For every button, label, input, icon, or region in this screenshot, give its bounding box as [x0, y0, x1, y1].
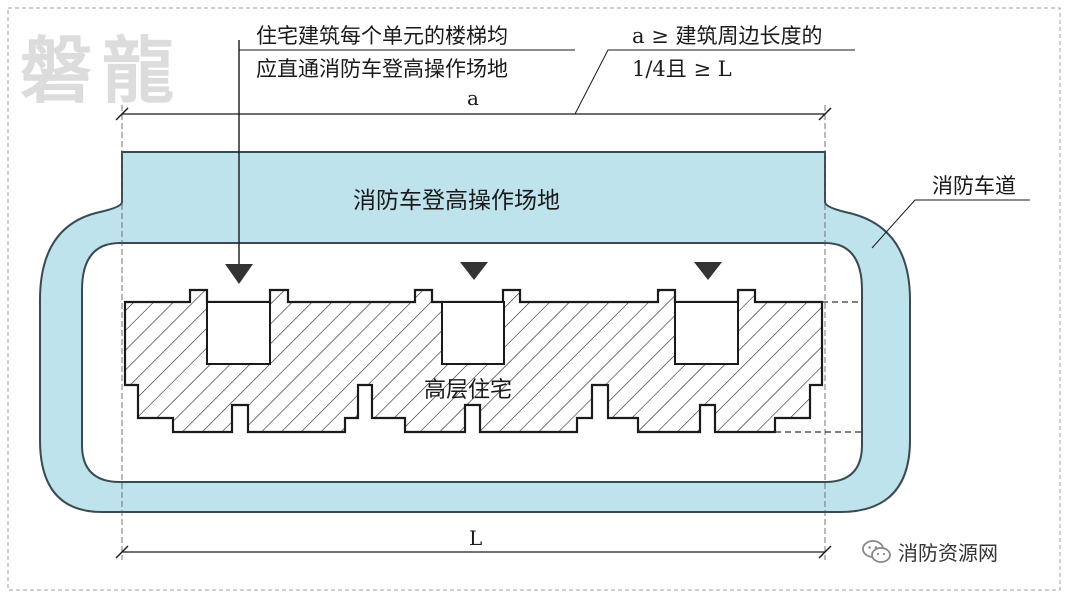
stair-core-1 [206, 301, 271, 365]
dim-L-tick-left [115, 545, 129, 559]
stair-marker-1 [225, 264, 253, 284]
a-rule-line1: a ≥ 建筑周边长度的 [632, 24, 823, 48]
watermark-logo: 磐龍 [20, 29, 185, 113]
source-credit: 消防资源网 [862, 537, 998, 566]
stair-core-2 [441, 301, 505, 365]
source-name: 消防资源网 [898, 541, 998, 565]
a-rule-leader [574, 49, 855, 115]
dim-L-tick-right [818, 545, 832, 559]
stair-core-3 [674, 301, 739, 365]
dim-L-label: L [469, 526, 483, 550]
a-rule-line2: 1/4且 ≥ L [632, 57, 732, 81]
dim-a-tick-left [115, 107, 129, 121]
fire-lane-label: 消防车道 [932, 174, 1016, 198]
dim-a-label: a [467, 86, 479, 110]
dim-a-tick-right [818, 107, 832, 121]
stairs-note-line2: 应直通消防车登高操作场地 [256, 57, 508, 81]
stair-marker-2 [460, 262, 488, 280]
stairs-note-line1: 住宅建筑每个单元的楼梯均 [256, 24, 508, 48]
fire-lane-area [39, 151, 911, 513]
building-label: 高层住宅 [424, 378, 513, 403]
stair-marker-3 [694, 262, 722, 280]
fire-lane-leader [871, 199, 1030, 249]
wechat-icon [862, 539, 891, 563]
operation-area-label: 消防车登高操作场地 [353, 188, 560, 214]
outer-frame [7, 7, 1061, 591]
